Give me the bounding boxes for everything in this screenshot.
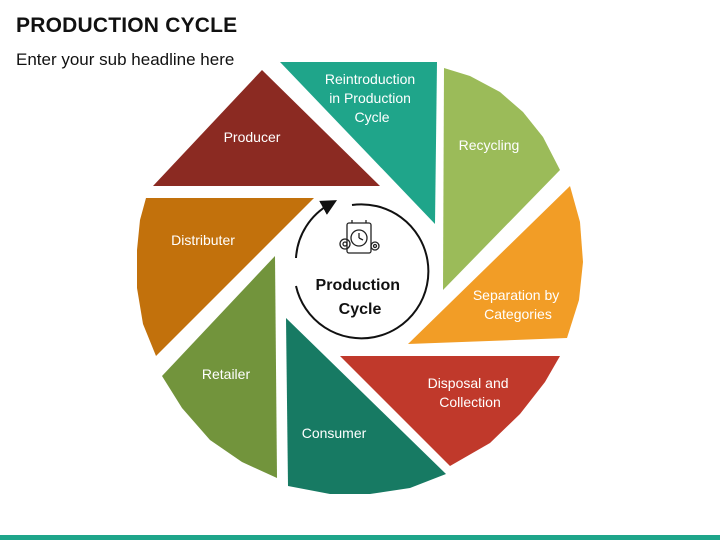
bottom-accent-bar: [0, 535, 720, 540]
gears-clock-icon: [339, 220, 380, 254]
segment-disposal: [340, 356, 560, 466]
segment-label-consumer: Consumer: [302, 425, 367, 441]
cycle-arrow-top: [295, 200, 338, 259]
segment-label-reintroduction: Reintroduction in Production Cycle: [325, 71, 419, 125]
segment-label-producer: Producer: [224, 129, 281, 145]
segment-label-retailer: Retailer: [202, 366, 251, 382]
segment-consumer: [286, 318, 446, 494]
segment-label-recycling: Recycling: [459, 137, 520, 153]
segment-label-separation: Separation by Categories: [473, 287, 563, 322]
page-subtitle: Enter your sub headline here: [16, 50, 235, 69]
center-label: Production Cycle: [316, 277, 405, 318]
segment-recycling: [443, 68, 560, 290]
page-title: PRODUCTION CYCLE: [16, 14, 238, 37]
segment-reintroduction: [280, 62, 437, 224]
segment-label-distributer: Distributer: [171, 232, 235, 248]
segment-separation: [408, 186, 583, 344]
segment-label-disposal: Disposal and Collection: [428, 375, 513, 410]
segment-retailer: [162, 256, 277, 478]
cycle-ring: [295, 203, 430, 340]
segment-distributer: [137, 198, 314, 356]
segment-producer: [153, 70, 380, 186]
center-hub: [294, 206, 426, 338]
